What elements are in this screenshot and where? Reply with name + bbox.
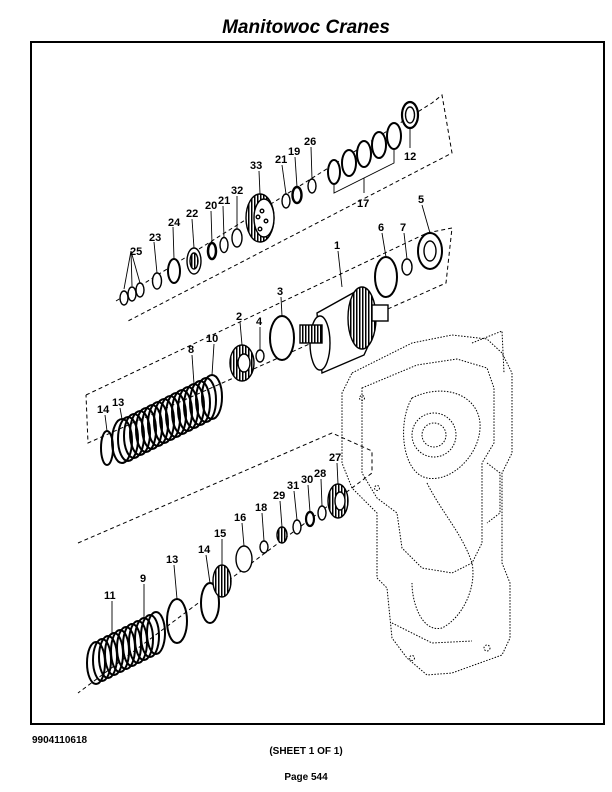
- callout-14-middle: 14: [97, 404, 110, 416]
- callout-21-upper: 21: [275, 154, 287, 166]
- callout-29: 29: [273, 490, 285, 502]
- callout-23: 23: [149, 232, 161, 244]
- callout-24: 24: [168, 217, 181, 229]
- callout-32: 32: [231, 185, 243, 197]
- sheet-indicator: (SHEET 1 OF 1): [269, 746, 343, 757]
- callout-labels: 25 23 24 22 20 21 32 33 21 19 26 12 17 1…: [97, 136, 424, 602]
- callout-25: 25: [130, 246, 142, 258]
- callout-11: 11: [104, 590, 116, 602]
- top-assembly-parts: [119, 100, 420, 306]
- callout-17: 17: [357, 198, 369, 210]
- callout-27: 27: [329, 452, 341, 464]
- callout-10: 10: [206, 333, 218, 345]
- bottom-disc-stack: [86, 598, 188, 685]
- callout-13-middle: 13: [112, 397, 124, 409]
- document-number: 9904110618: [32, 735, 88, 746]
- transmission-housing: [341, 330, 513, 676]
- callout-5: 5: [418, 194, 424, 206]
- callout-26: 26: [304, 136, 316, 148]
- middle-disc-stack: [100, 374, 223, 466]
- callout-18: 18: [255, 502, 267, 514]
- callout-28: 28: [314, 468, 326, 480]
- callout-14-bottom: 14: [198, 544, 211, 556]
- callout-21-lower: 21: [218, 195, 230, 207]
- callout-6: 6: [378, 222, 384, 234]
- callout-15: 15: [214, 528, 226, 540]
- callout-4: 4: [256, 316, 263, 328]
- callout-12: 12: [404, 151, 416, 163]
- page-title: Manitowoc Cranes: [222, 17, 390, 38]
- middle-assembly-parts: [229, 232, 443, 382]
- callout-19: 19: [288, 146, 300, 158]
- callout-30: 30: [301, 474, 313, 486]
- bottom-assembly-parts: [200, 483, 349, 624]
- diagram-frame: 25 23 24 22 20 21 32 33 21 19 26 12 17 1…: [30, 41, 605, 725]
- exploded-parts-diagram: 25 23 24 22 20 21 32 33 21 19 26 12 17 1…: [77, 94, 513, 694]
- callout-16: 16: [234, 512, 246, 524]
- callout-3: 3: [277, 286, 283, 298]
- leader-lines: [104, 128, 431, 635]
- callout-33: 33: [250, 160, 262, 172]
- callout-7: 7: [400, 222, 406, 234]
- callout-13-bottom: 13: [166, 554, 178, 566]
- callout-20: 20: [205, 200, 217, 212]
- callout-2: 2: [236, 311, 242, 323]
- callout-22: 22: [186, 208, 198, 220]
- callout-31: 31: [287, 480, 299, 492]
- group-boundaries: [77, 94, 453, 694]
- callout-1: 1: [334, 240, 340, 252]
- page-number: Page 544: [284, 772, 328, 783]
- callout-9: 9: [140, 573, 146, 585]
- callout-8: 8: [188, 344, 194, 356]
